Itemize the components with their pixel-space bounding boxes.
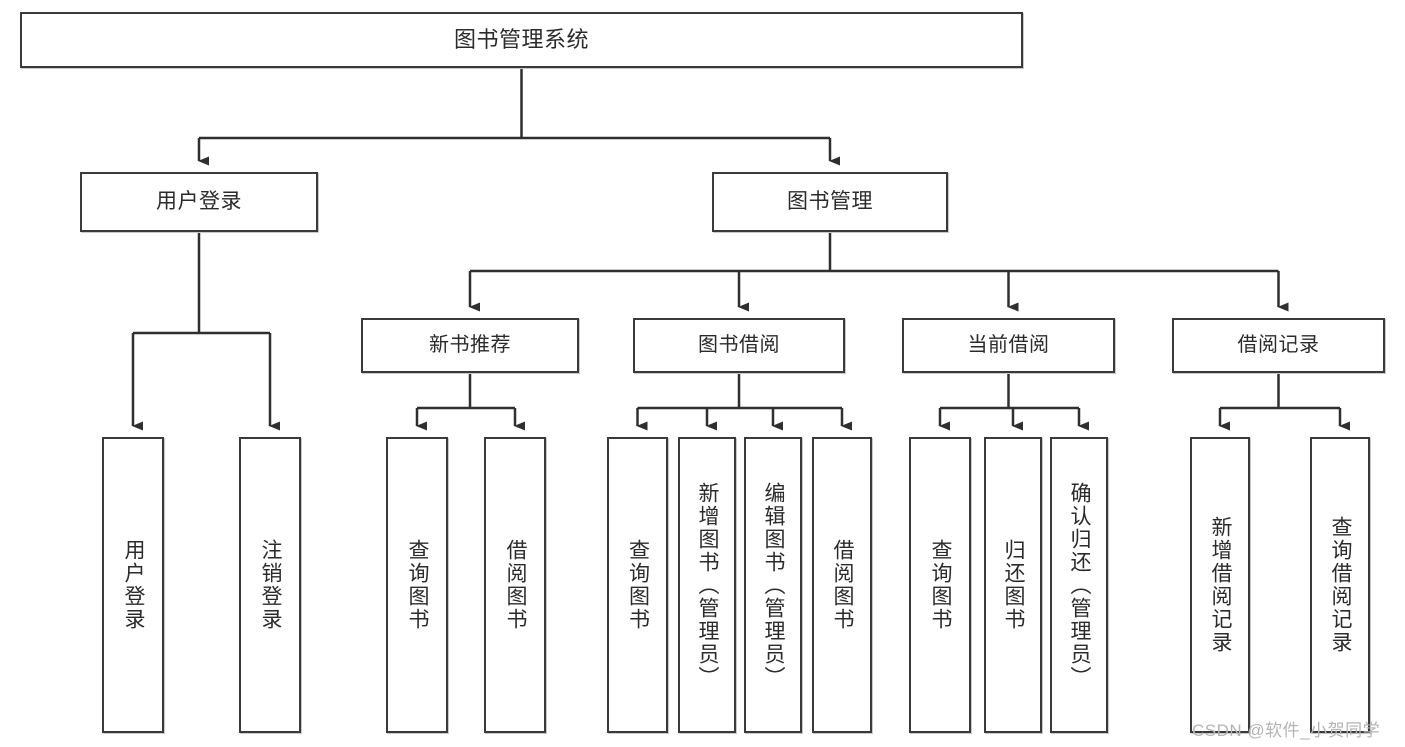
node-label: 借阅图书 [831, 539, 855, 631]
node-label: 查询图书 [929, 539, 953, 631]
node-label: 查询图书 [626, 539, 650, 631]
node-label: 归还图书 [1002, 539, 1026, 631]
csdn-watermark: CSDN @软件_小贺同学 [1192, 721, 1381, 740]
node-label: 确认归还（管理员） [1068, 481, 1092, 689]
node-label: 查询借阅记录 [1329, 516, 1353, 654]
node-leaf-query-2[interactable]: 查询图书 [607, 437, 668, 733]
node-current-borrow[interactable]: 当前借阅 [902, 318, 1115, 373]
node-leaf-add-book[interactable]: 新增图书（管理员） [678, 437, 736, 733]
node-leaf-borrow-1[interactable]: 借阅图书 [484, 437, 546, 733]
node-label: 用户登录 [156, 189, 242, 213]
node-label: 借阅记录 [1237, 333, 1320, 356]
node-leaf-borrow-2[interactable]: 借阅图书 [812, 437, 872, 733]
node-label: 查询图书 [406, 539, 430, 631]
node-leaf-logout[interactable]: 注销登录 [239, 437, 301, 733]
node-borrow-record[interactable]: 借阅记录 [1172, 318, 1385, 373]
node-book-borrow[interactable]: 图书借阅 [633, 318, 845, 373]
node-leaf-return[interactable]: 归还图书 [984, 437, 1042, 733]
node-book-manage[interactable]: 图书管理 [712, 172, 948, 232]
node-label: 当前借阅 [967, 333, 1050, 356]
node-leaf-query-3[interactable]: 查询图书 [909, 437, 971, 733]
node-leaf-add-rec[interactable]: 新增借阅记录 [1190, 437, 1250, 733]
node-leaf-edit-book[interactable]: 编辑图书（管理员） [744, 437, 802, 733]
node-label: 新增借阅记录 [1209, 516, 1233, 654]
node-user-login[interactable]: 用户登录 [80, 172, 318, 232]
node-leaf-query-rec[interactable]: 查询借阅记录 [1310, 437, 1370, 733]
node-leaf-user-login[interactable]: 用户登录 [102, 437, 164, 733]
node-label: 新增图书（管理员） [696, 481, 720, 689]
node-label: 图书管理系统 [453, 27, 589, 53]
node-label: 借阅图书 [504, 539, 528, 631]
node-label: 用户登录 [122, 539, 146, 631]
node-label: 编辑图书（管理员） [762, 481, 786, 689]
node-label: 注销登录 [259, 539, 283, 631]
node-new-book-rec[interactable]: 新书推荐 [361, 318, 579, 373]
node-label: 图书借阅 [698, 333, 780, 356]
node-root[interactable]: 图书管理系统 [20, 12, 1023, 68]
node-label: 新书推荐 [429, 333, 511, 356]
node-label: 图书管理 [787, 189, 873, 213]
node-leaf-query-1[interactable]: 查询图书 [386, 437, 448, 733]
node-leaf-confirm[interactable]: 确认归还（管理员） [1050, 437, 1108, 733]
